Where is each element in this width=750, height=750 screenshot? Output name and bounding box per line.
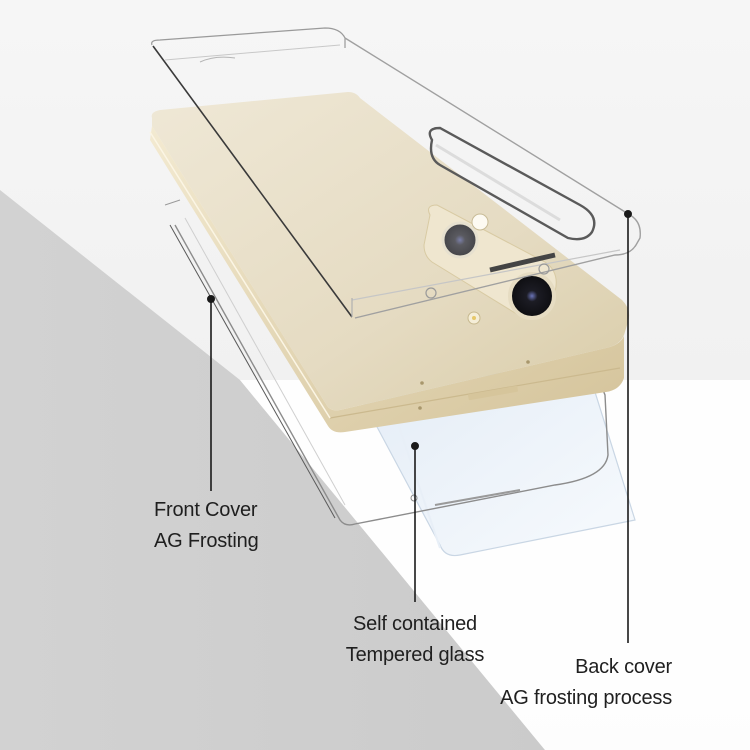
tempered-glass-title: Self contained bbox=[353, 613, 477, 635]
white-panel bbox=[240, 380, 750, 750]
back-cover-title: Back cover bbox=[575, 656, 672, 678]
front-cover-dot bbox=[207, 294, 216, 303]
tempered-glass-dot bbox=[410, 441, 419, 450]
back-cover-dot bbox=[623, 210, 632, 219]
back-cover-case bbox=[151, 27, 641, 319]
front-cover-title: Front Cover bbox=[154, 499, 258, 521]
tempered-glass-callout: Self contained Tempered glass bbox=[330, 609, 500, 671]
back-cover-callout: Back cover AG frosting process bbox=[500, 652, 672, 714]
front-cover-subtitle: AG Frosting bbox=[154, 530, 259, 552]
gray-panel bbox=[0, 190, 545, 750]
tempered-glass-subtitle: Tempered glass bbox=[345, 644, 485, 666]
foldable-phone bbox=[149, 92, 630, 433]
leader-lines bbox=[207, 210, 632, 643]
front-cover-callout: Front Cover AG Frosting bbox=[154, 495, 259, 557]
back-cover-subtitle: AG frosting process bbox=[500, 687, 672, 709]
